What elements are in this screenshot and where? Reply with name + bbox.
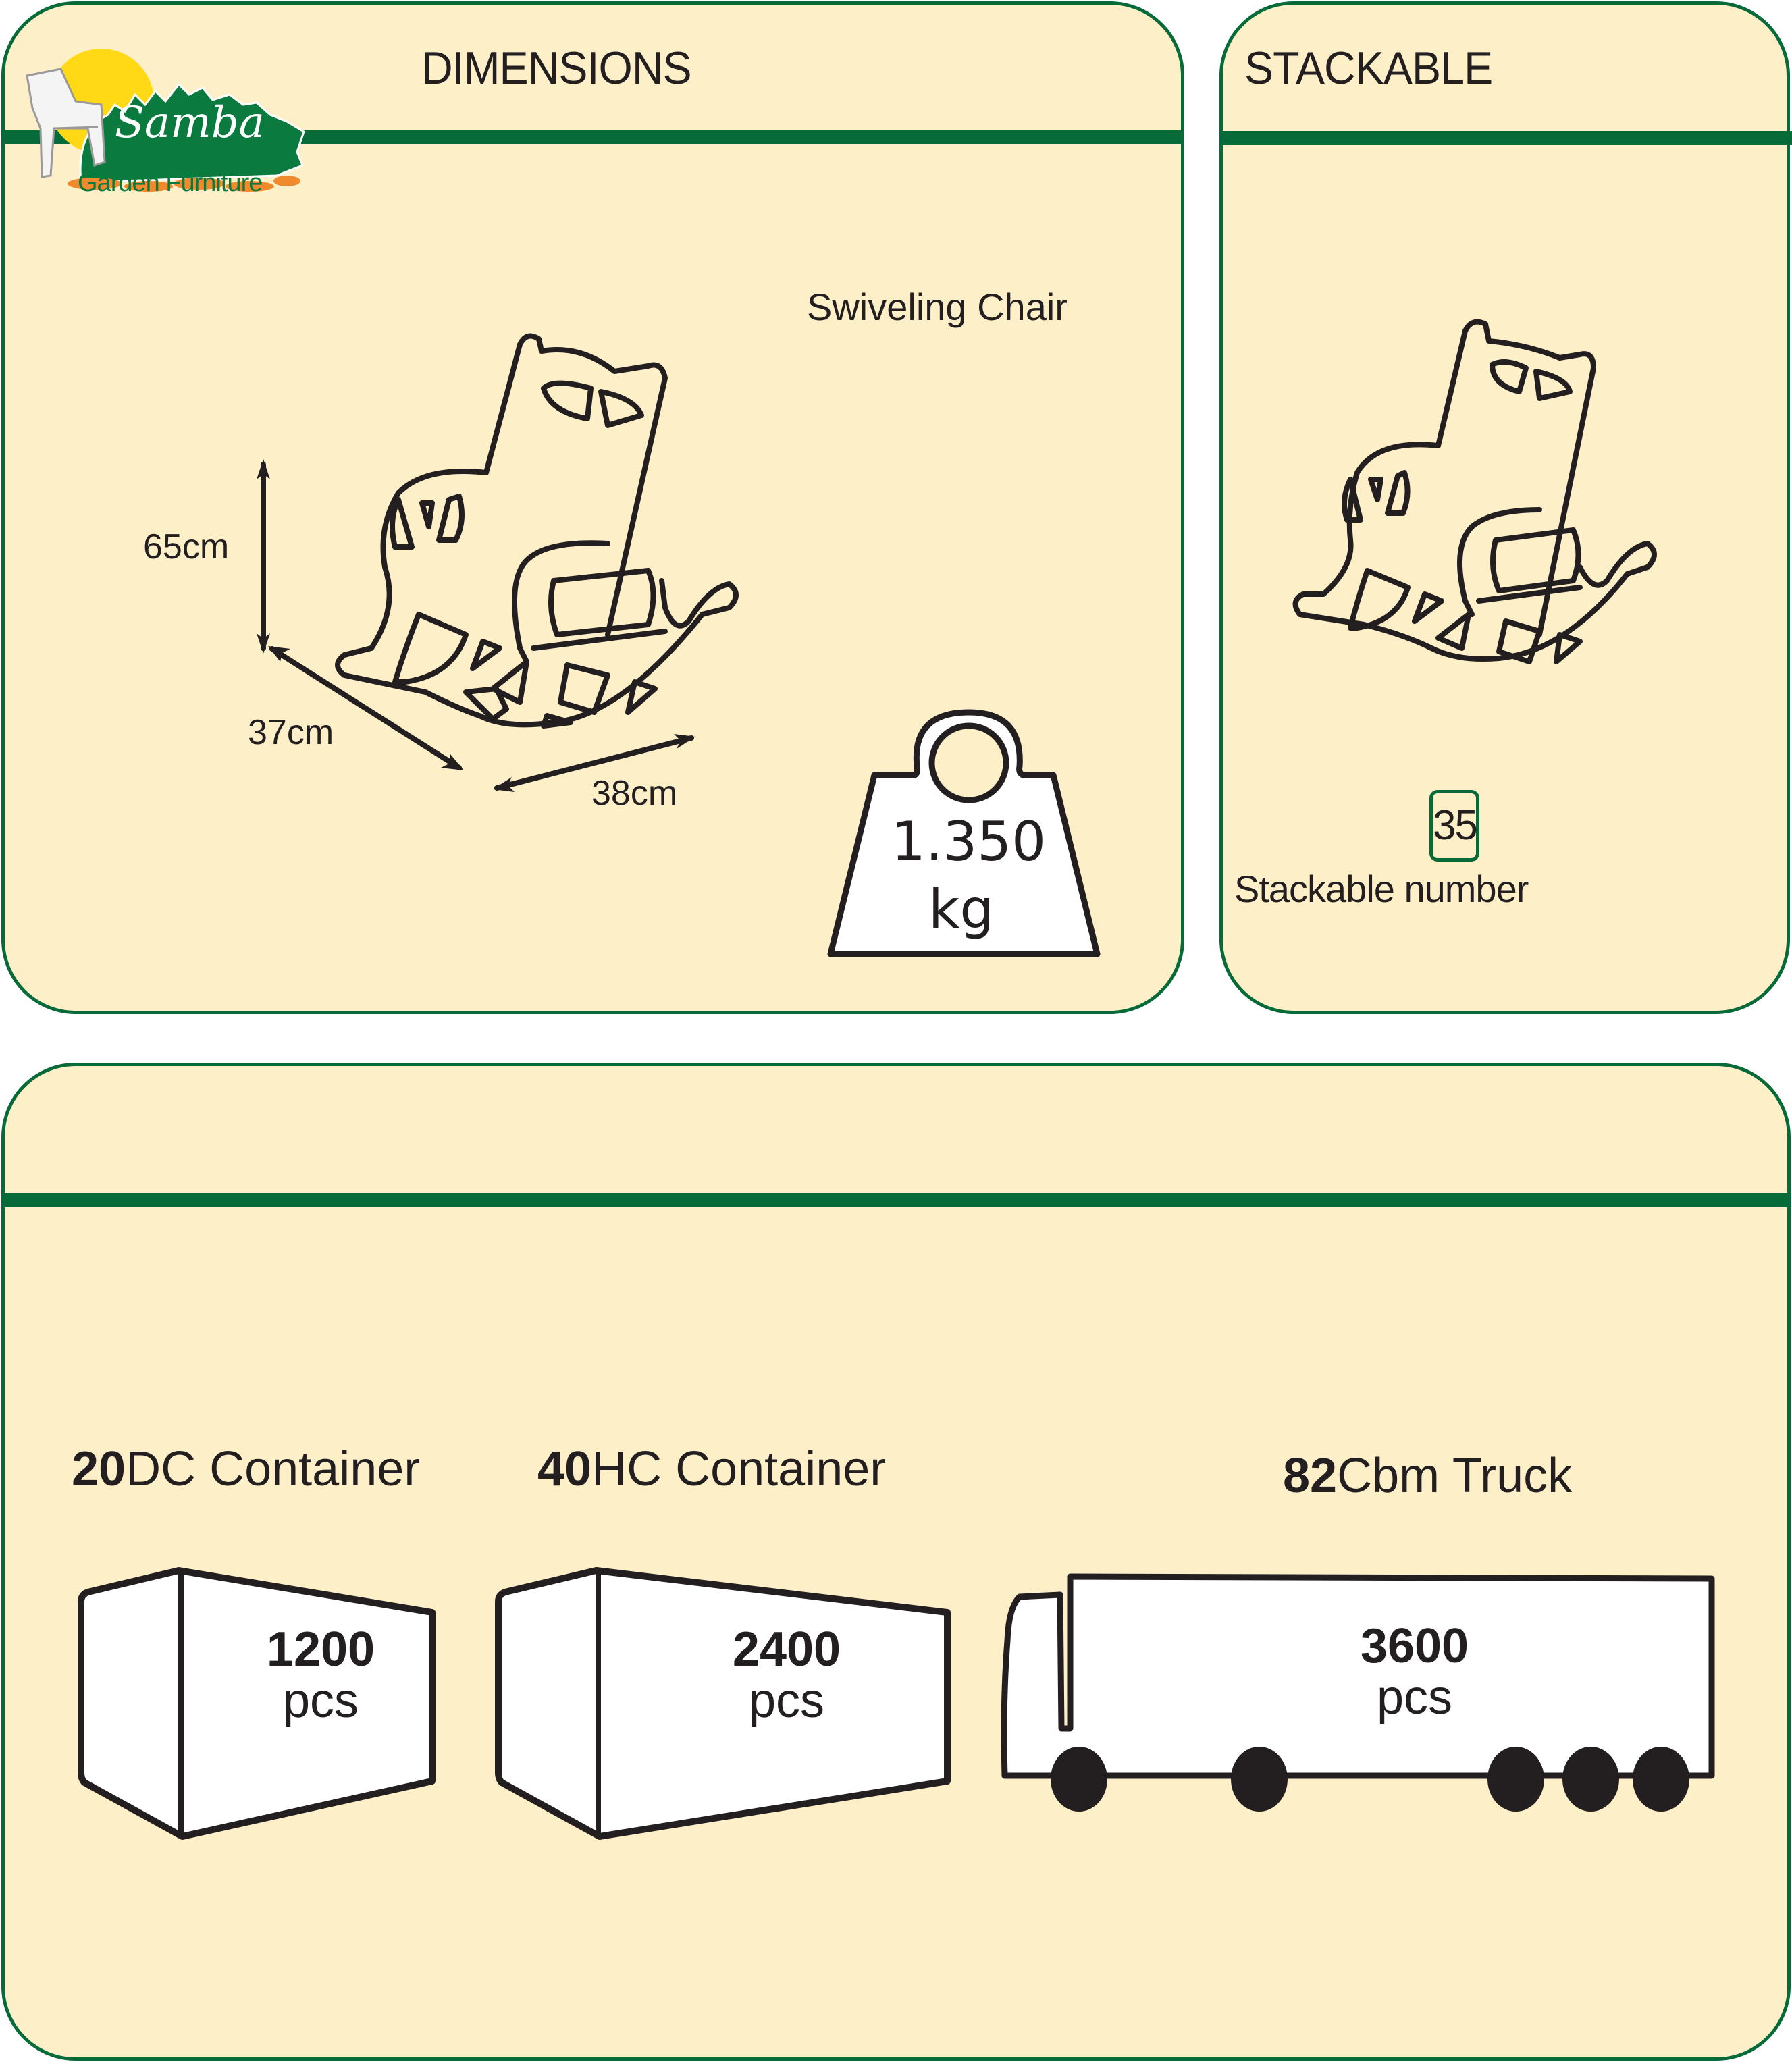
wheel-icon [1562, 1747, 1619, 1812]
stack-count: 35 [1433, 802, 1478, 849]
container-40hc-unit: pcs [748, 1674, 825, 1728]
truck-capacity: 3600 pcs [1334, 1620, 1496, 1723]
wheel-icon [1051, 1747, 1107, 1812]
rocking-chair-drawing [335, 333, 739, 729]
white-chair-icon [26, 68, 106, 178]
logo-graphic [26, 49, 305, 192]
truck-type: Cbm Truck [1337, 1449, 1573, 1503]
truck-count: 3600 [1360, 1619, 1469, 1673]
stack-label: Stackable number [1234, 868, 1529, 910]
bush-shape [79, 82, 305, 184]
depth-arrow [268, 646, 464, 770]
container-40hc-title: 40HC Container [537, 1442, 886, 1497]
container-40hc-count: 2400 [732, 1622, 841, 1676]
truck-unit: pcs [1376, 1670, 1453, 1724]
stacked-chair-drawing [1292, 319, 1657, 664]
stack-count-badge: 35 [1429, 790, 1479, 862]
stackable-divider [1223, 131, 1792, 145]
truck-title: 82Cbm Truck [1283, 1448, 1572, 1504]
brand-logo: Samba Garden Furniture [14, 27, 311, 209]
wheel-icon [1487, 1747, 1544, 1812]
container-40hc-capacity: 2400 pcs [706, 1624, 868, 1726]
truck-size: 82 [1283, 1449, 1338, 1503]
height-arrow [257, 459, 270, 654]
weight-icon [827, 709, 1101, 957]
container-20dc-size: 20 [72, 1442, 126, 1496]
container-20dc-icon [78, 1567, 436, 1840]
brand-tagline: Garden Furniture [78, 169, 263, 197]
loading-capacity-panel [1, 1063, 1791, 2061]
loading-divider [3, 1193, 1789, 1207]
width-label: 38cm [591, 774, 678, 813]
weight-unit: kg [928, 878, 995, 941]
brand-name: Samba [115, 98, 265, 148]
container-20dc-type: DC Container [126, 1442, 421, 1496]
wheel-icon [1633, 1747, 1689, 1812]
wheel-icon [1231, 1747, 1288, 1812]
product-name: Swiveling Chair [807, 286, 1068, 328]
stackable-title: STACKABLE [1244, 43, 1493, 94]
container-20dc-title: 20DC Container [72, 1442, 420, 1497]
truck-wheels [1051, 1747, 1689, 1812]
container-40hc-size: 40 [537, 1442, 592, 1496]
container-20dc-capacity: 1200 pcs [240, 1624, 402, 1726]
height-label: 65cm [143, 527, 230, 566]
container-40hc-type: HC Container [591, 1442, 887, 1496]
truck-icon [1001, 1573, 1715, 1812]
container-20dc-unit: pcs [282, 1674, 359, 1728]
container-40hc-icon [495, 1567, 951, 1840]
stackable-panel [1219, 1, 1790, 1014]
stone-path [68, 176, 300, 192]
width-arrow [493, 734, 695, 792]
container-20dc-count: 1200 [266, 1622, 375, 1676]
depth-label: 37cm [248, 713, 334, 752]
dimensions-title: DIMENSIONS [421, 43, 692, 94]
weight-value: 1.350 [891, 810, 1047, 873]
